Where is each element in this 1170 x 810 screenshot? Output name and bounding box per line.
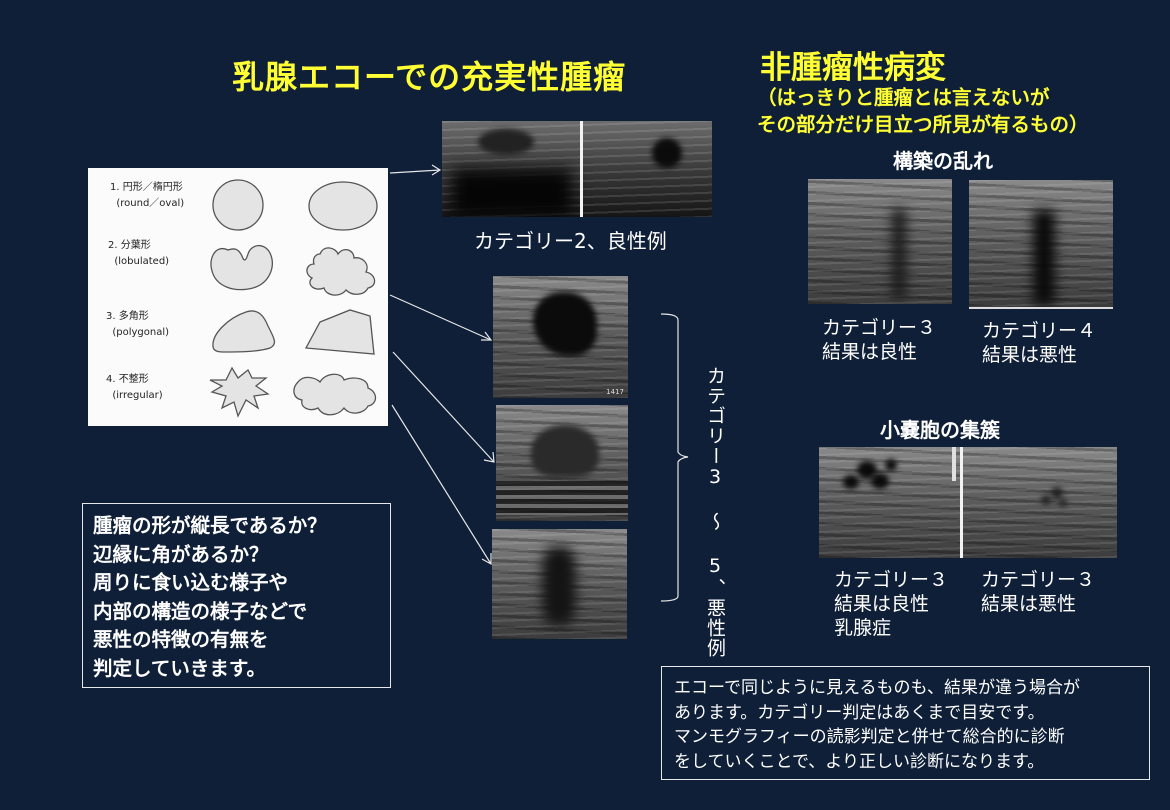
row-label-en: (polygonal): [112, 327, 170, 338]
arrow-to-malignant-2: [392, 351, 495, 463]
arrow-to-benign: [389, 169, 441, 174]
row-number: 2.: [108, 240, 118, 251]
oval-mass: [478, 129, 534, 155]
malignant-ultrasound-image-1: 1417: [493, 276, 628, 398]
distortion-caption-2: カテゴリー４ 結果は悪性: [982, 319, 1096, 367]
subtitle-line-2: その部分だけ目立つ所見が有るもの）: [757, 113, 1089, 136]
shape-row-1-label: 1. 円形／楕円形 (round／oval): [110, 180, 184, 212]
result-label: 結果は悪性: [982, 344, 1078, 366]
result-label: 結果は悪性: [981, 593, 1077, 615]
cyst: [885, 459, 897, 471]
polygonal-shape-2-icon: [304, 309, 375, 355]
category-label: カテゴリー３: [834, 569, 949, 591]
round-hypoechoic-mass: [531, 425, 599, 477]
needle-marker: [952, 447, 956, 481]
polygonal-shape-1-icon: [212, 310, 276, 353]
spiculated-lesion: [1033, 210, 1055, 305]
shape-row-2-label: 2. 分葉形 (lobulated): [108, 238, 169, 270]
round-mass: [652, 138, 682, 168]
shape-illustrations: [209, 179, 378, 418]
row-label-ja: 不整形: [118, 374, 149, 385]
distortion-line: [892, 209, 906, 299]
row-label-en: (lobulated): [114, 256, 170, 267]
subtitle-line-1: （はっきりと腫瘤とは言えないが: [757, 86, 1050, 109]
malignant-caption: カテゴリー3 〜 5、悪性例: [704, 366, 726, 658]
image-label: 1417: [606, 388, 624, 396]
cyst: [843, 475, 859, 489]
cyst: [857, 461, 877, 479]
cyst: [1059, 499, 1067, 507]
cyst-cluster-image: [819, 447, 1117, 558]
lobulated-mass: [533, 292, 597, 356]
category-label: カテゴリー３: [822, 317, 937, 339]
cyst-caption-2: カテゴリー３ 結果は悪性: [981, 568, 1095, 616]
category-label: カテゴリー３: [981, 569, 1096, 591]
image-divider: [960, 447, 963, 558]
arrowhead-icon: [481, 553, 492, 566]
arrowhead-icon: [481, 331, 493, 341]
round-shape-icon: [212, 179, 264, 231]
irregular-shape-1-icon: [209, 366, 270, 418]
distortion-image-benign: [808, 179, 952, 304]
irregular-spiculated-mass: [542, 547, 576, 625]
row-number: 1.: [110, 182, 120, 193]
result-label: 結果は良性: [822, 341, 918, 363]
explanation-line: 腫瘤の形が縦長であるか？: [93, 514, 327, 537]
row-label-en: (round／oval): [116, 198, 185, 209]
explanation-textbox: 腫瘤の形が縦長であるか？ 辺縁に角があるか？ 周りに食い込む様子や 内部の構造の…: [82, 503, 391, 688]
benign-caption: カテゴリー2、良性例: [474, 229, 667, 253]
distortion-image-malignant: [969, 180, 1113, 309]
cyst: [871, 473, 889, 489]
arrowhead-icon: [431, 164, 442, 176]
result-label: 結果は良性: [834, 593, 930, 615]
cyst-cluster-heading: 小嚢胞の集簇: [880, 418, 1000, 442]
irregular-shape-2-icon: [293, 373, 377, 416]
benign-ultrasound-image: [442, 121, 712, 217]
arrow-to-malignant-1: [389, 294, 492, 341]
row-label-ja: 円形／楕円形: [122, 182, 183, 193]
row-label-ja: 多角形: [118, 311, 149, 322]
note-line: エコーで同じように見えるものも、結果が違う場合が: [674, 678, 1080, 698]
main-title: 乳腺エコーでの充実性腫瘤: [232, 58, 627, 96]
cyst: [1041, 495, 1051, 505]
image-divider: [580, 121, 583, 217]
mass-shape-diagram: 1. 円形／楕円形 (round／oval) 2. 分葉形 (lobulated…: [88, 168, 388, 426]
arrow-to-malignant-3: [391, 404, 492, 565]
architectural-distortion-heading: 構築の乱れ: [893, 149, 993, 173]
non-mass-lesion-title: 非腫瘤性病変: [760, 50, 946, 86]
note-textbox: エコーで同じように見えるものも、結果が違う場合が あります。カテゴリー判定はあく…: [661, 666, 1150, 780]
explanation-line: 周りに食い込む様子や: [93, 571, 289, 594]
distortion-caption-1: カテゴリー３ 結果は良性: [822, 316, 936, 364]
malignant-ultrasound-image-3: [492, 529, 627, 639]
lobulated-shape-2-icon: [306, 247, 376, 296]
shape-row-4-label: 4. 不整形 (irregular): [106, 372, 163, 404]
shape-row-3-label: 3. 多角形 (polygonal): [106, 309, 169, 341]
lobulated-shape-1-icon: [210, 244, 273, 291]
note-line: あります。カテゴリー判定はあくまで目安です。: [674, 702, 1045, 723]
explanation-line: 判定していきます。: [93, 656, 266, 680]
row-label-en: (irregular): [112, 390, 163, 401]
bracket-icon: [660, 313, 689, 602]
explanation-line: 辺縁に角があるか？: [93, 542, 269, 566]
row-number: 4.: [106, 374, 116, 385]
explanation-line: 悪性の特徴の有無を: [93, 628, 269, 651]
row-number: 3.: [106, 311, 116, 322]
arrowhead-icon: [483, 451, 495, 463]
category-label: カテゴリー４: [982, 320, 1097, 342]
non-mass-lesion-subtitle: （はっきりと腫瘤とは言えないが その部分だけ目立つ所見が有るもの）: [757, 84, 1089, 138]
note-line: マンモグラフィーの読影判定と併せて総合的に診断: [674, 727, 1065, 747]
malignant-ultrasound-image-2: [496, 405, 628, 521]
cyst: [1051, 487, 1063, 499]
posterior-bands: [496, 481, 628, 515]
diagnosis-label: 乳腺症: [834, 617, 892, 639]
row-label-ja: 分葉形: [120, 240, 151, 251]
explanation-line: 内部の構造の様子などで: [93, 599, 308, 623]
shadow-region: [452, 169, 572, 217]
oval-shape-icon: [308, 181, 378, 231]
cyst-caption-1: カテゴリー３ 結果は良性 乳腺症: [834, 568, 948, 640]
note-line: をしていくことで、より正しい診断になります。: [674, 751, 1045, 772]
